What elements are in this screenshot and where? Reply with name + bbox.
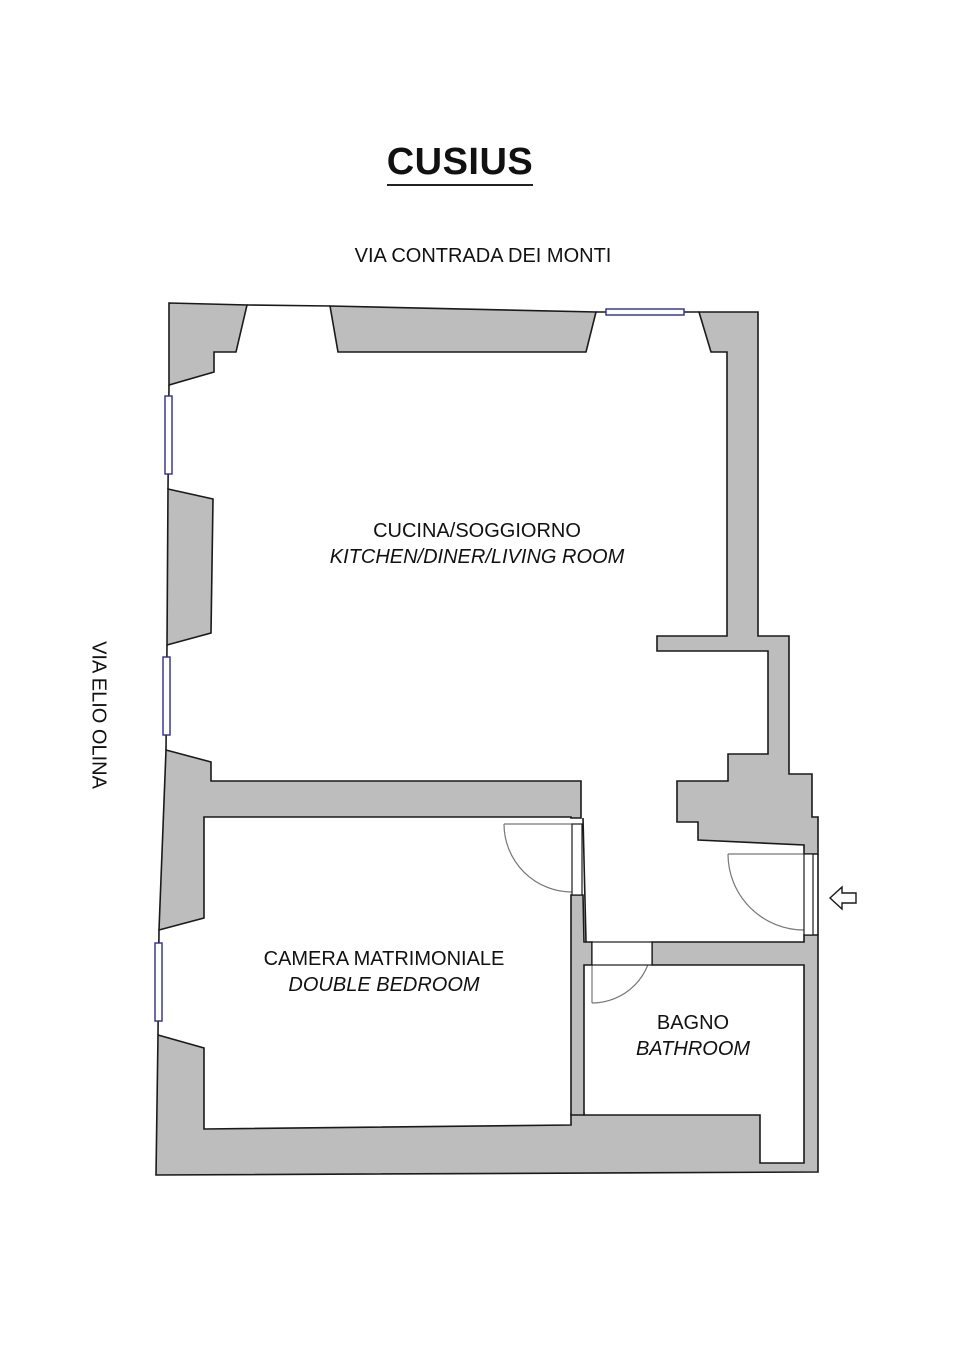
room-label-bedroom: CAMERA MATRIMONIALE DOUBLE BEDROOM: [264, 946, 505, 998]
wall-top-middle: [329, 305, 598, 353]
wall-left-middle: [166, 488, 214, 647]
plan-title: CUSIUS: [0, 140, 920, 186]
room-name-english: KITCHEN/DINER/LIVING ROOM: [329, 546, 625, 568]
street-label-top: VIA CONTRADA DEI MONTI: [354, 245, 612, 267]
window-icon: [164, 395, 173, 475]
room-name-italian: CAMERA MATRIMONIALE: [263, 948, 505, 970]
room-name-english: DOUBLE BEDROOM: [288, 974, 480, 996]
window-icon: [162, 656, 171, 736]
room-name-italian: BAGNO: [656, 1012, 730, 1034]
wall-top-right-corner: [656, 311, 819, 855]
window-icon: [154, 942, 163, 1022]
outline-top: [246, 304, 331, 307]
wall-bedroom-bathroom: [570, 894, 593, 1116]
room-label-bathroom: BAGNO BATHROOM: [636, 1010, 750, 1062]
room-label-kitchen: CUCINA/SOGGIORNO KITCHEN/DINER/LIVING RO…: [330, 518, 624, 570]
door-swing-icon: [727, 853, 805, 931]
room-name-italian: CUCINA/SOGGIORNO: [373, 520, 581, 542]
room-name-english: BATHROOM: [635, 1038, 751, 1060]
wall-bedroom-top: [158, 748, 582, 932]
corridor-wall: [582, 817, 587, 943]
wall-top-left: [168, 302, 249, 387]
entrance-arrow-icon: [828, 885, 857, 911]
door-swing-icon: [503, 823, 573, 893]
window-icon: [605, 308, 685, 316]
